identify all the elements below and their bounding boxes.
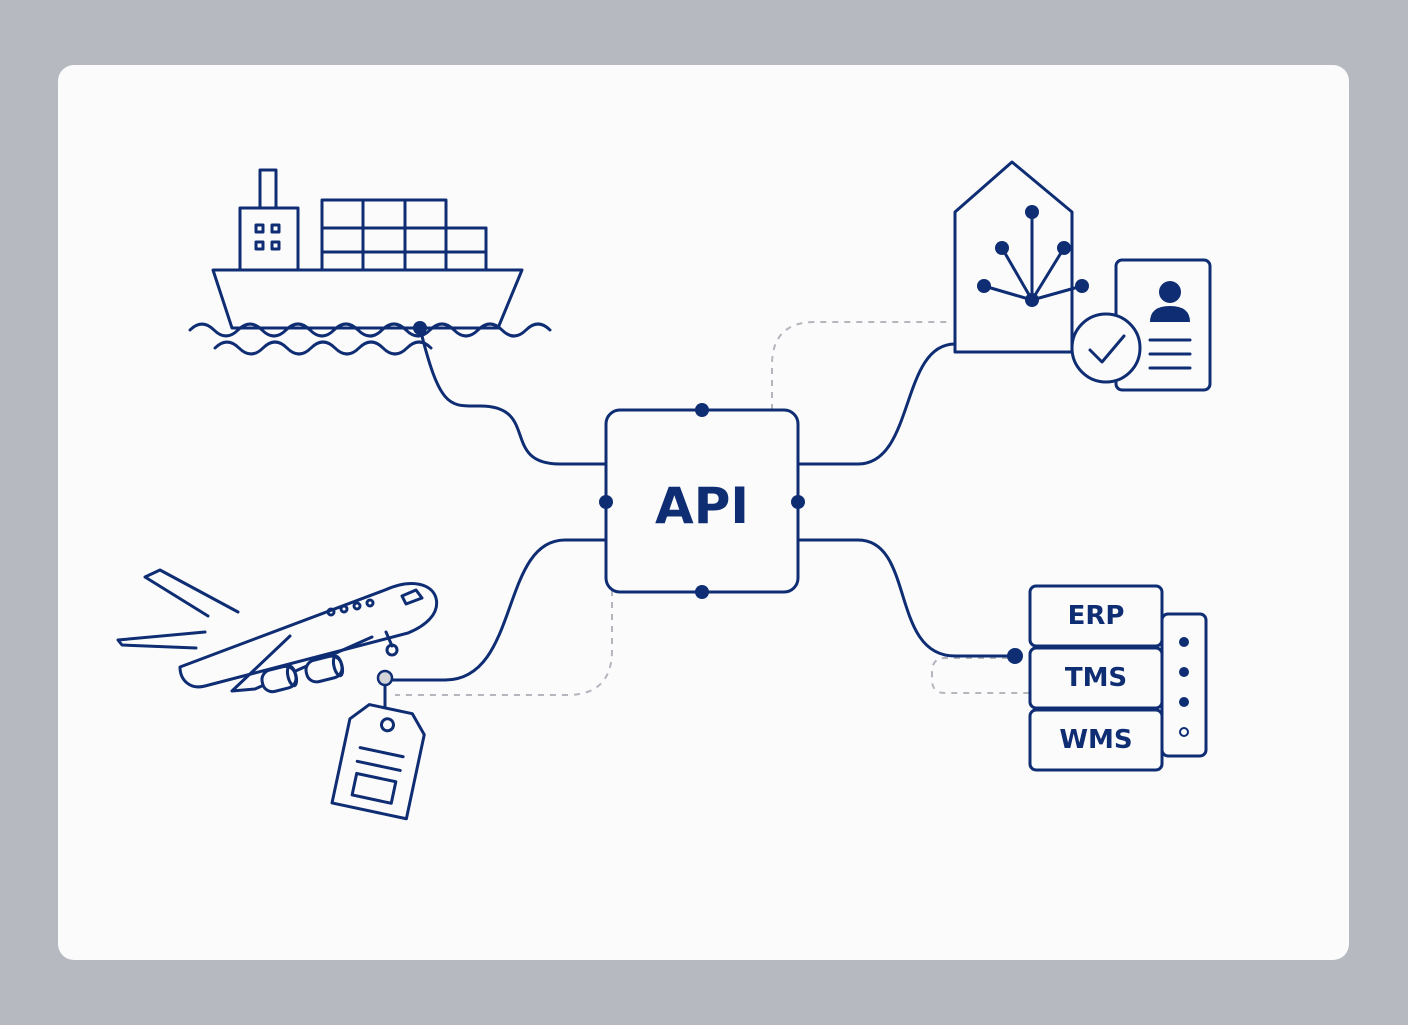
link-stack	[796, 538, 1017, 658]
stack-port	[1007, 648, 1023, 664]
dashed-link-network	[771, 321, 952, 410]
system-stack-icon: ERP TMS WMS	[1007, 584, 1208, 772]
system-wms	[1028, 708, 1164, 772]
system-label: ERP	[1068, 601, 1125, 631]
system-erp	[1028, 584, 1164, 648]
api-port-left	[599, 495, 613, 509]
api-port-bottom	[695, 585, 709, 599]
solid-connectors	[390, 326, 1017, 682]
shipping-tag-icon	[330, 669, 426, 821]
ship-port	[413, 321, 427, 335]
tag-port	[376, 669, 394, 687]
dashed-link-stack	[931, 657, 1030, 694]
api-label: API	[655, 477, 749, 535]
system-tms	[1028, 646, 1164, 710]
link-ship	[418, 326, 608, 466]
api-port-top	[695, 403, 709, 417]
airplane-icon	[116, 568, 439, 694]
api-port-right	[791, 495, 805, 509]
dashed-connectors	[395, 321, 1030, 696]
api-hub: API	[599, 403, 805, 599]
system-label: WMS	[1059, 725, 1132, 755]
container-ship-icon	[188, 168, 552, 356]
check-circle-icon	[1070, 312, 1142, 384]
system-label: TMS	[1065, 663, 1127, 693]
link-network	[796, 342, 957, 466]
dashed-link-tag	[395, 590, 613, 696]
link-plane	[390, 538, 608, 682]
network-house-icon	[953, 160, 1089, 354]
